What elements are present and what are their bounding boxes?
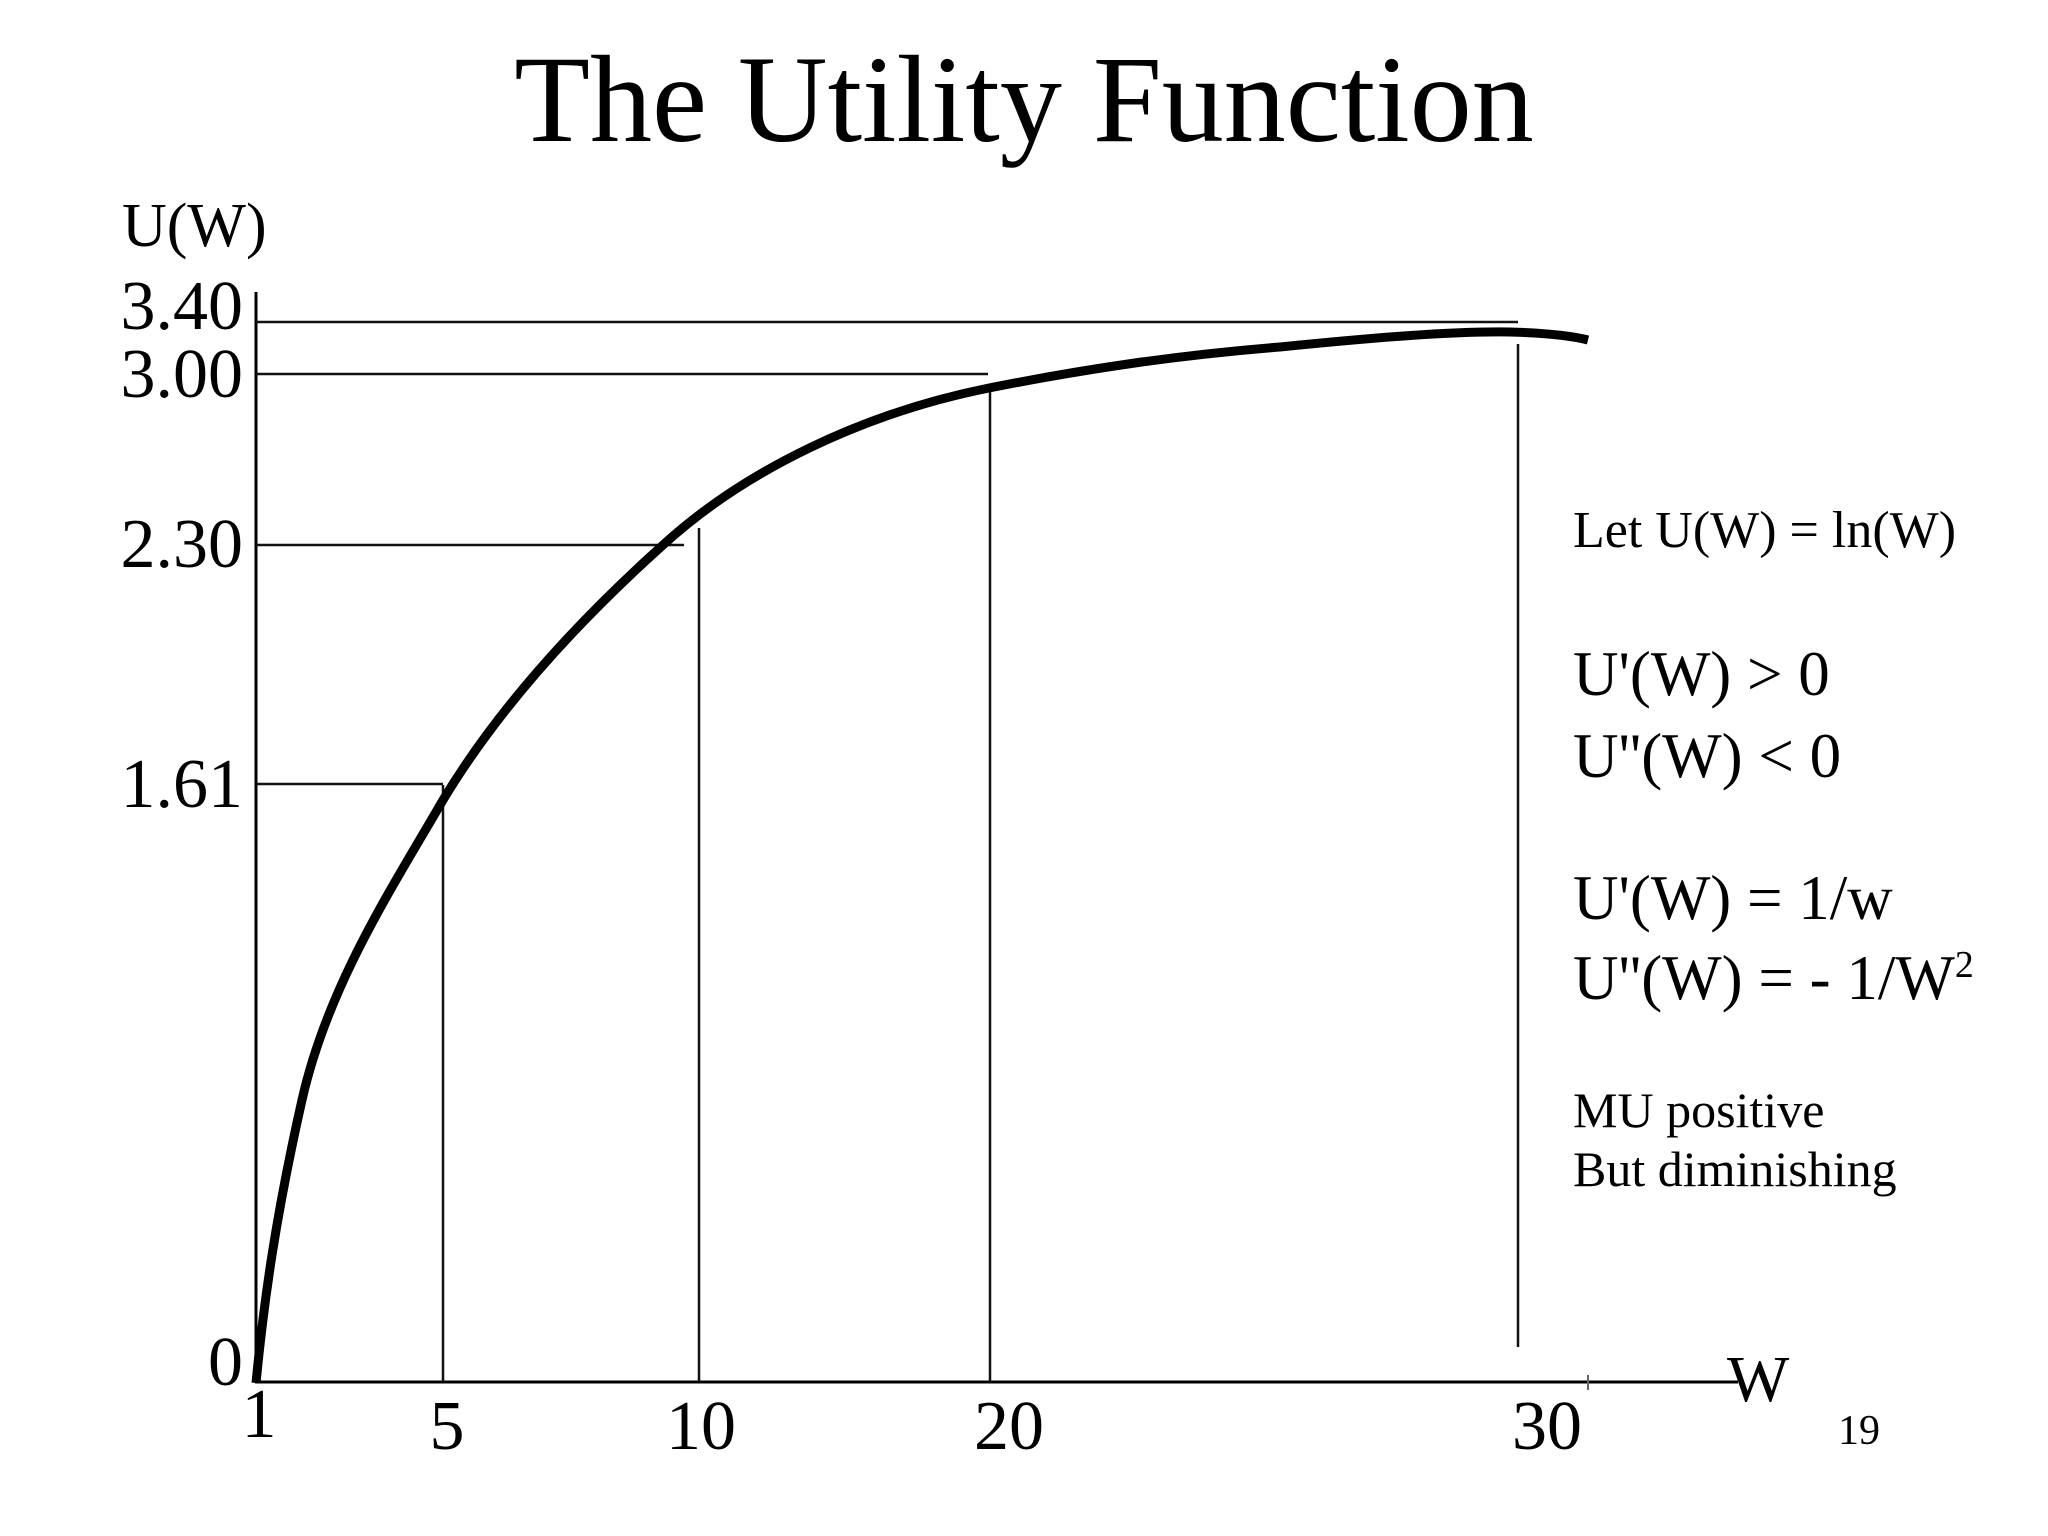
y-axis-label: U(W): [122, 192, 267, 260]
annotation-marginal-utility: MU positive But diminishing: [1573, 1081, 1897, 1199]
x-tick-30: 30: [1512, 1388, 1582, 1465]
y-tick-2.30: 2.30: [120, 506, 244, 583]
slide-title: The Utility Function: [514, 31, 1534, 168]
y-tick-1.61: 1.61: [120, 746, 244, 823]
y-tick-3.40: 3.40: [120, 268, 244, 345]
annotation-second-derivative-formula: U''(W) = - 1/W2: [1573, 943, 1974, 1013]
annotation-mu-line2: But diminishing: [1573, 1141, 1897, 1197]
annotation-second-derivative-sign: U''(W) < 0: [1573, 721, 1842, 791]
x-tick-5: 5: [429, 1388, 465, 1465]
annotation-derivative-signs: U'(W) > 0 U''(W) < 0: [1573, 633, 1841, 797]
x-tick-1: 1: [241, 1376, 277, 1453]
annotation-definition: Let U(W) = ln(W): [1573, 502, 1957, 559]
x-axis-label: W: [1727, 1343, 1790, 1416]
annotation-first-derivative-formula: U'(W) = 1/w: [1573, 863, 1893, 933]
superscript-2: 2: [1954, 944, 1974, 986]
x-tick-20: 20: [974, 1388, 1044, 1465]
annotation-mu-line1: MU positive: [1573, 1082, 1825, 1138]
x-tick-10: 10: [666, 1388, 736, 1465]
y-tick-3.00: 3.00: [120, 336, 244, 413]
annotation-derivative-formulas: U'(W) = 1/w U''(W) = - 1/W2: [1573, 858, 1974, 1018]
utility-curve: [251, 327, 1590, 1384]
annotation-first-derivative-sign: U'(W) > 0: [1573, 639, 1830, 709]
y-tick-0: 0: [208, 1324, 243, 1401]
page-number: 19: [1838, 1408, 1880, 1454]
